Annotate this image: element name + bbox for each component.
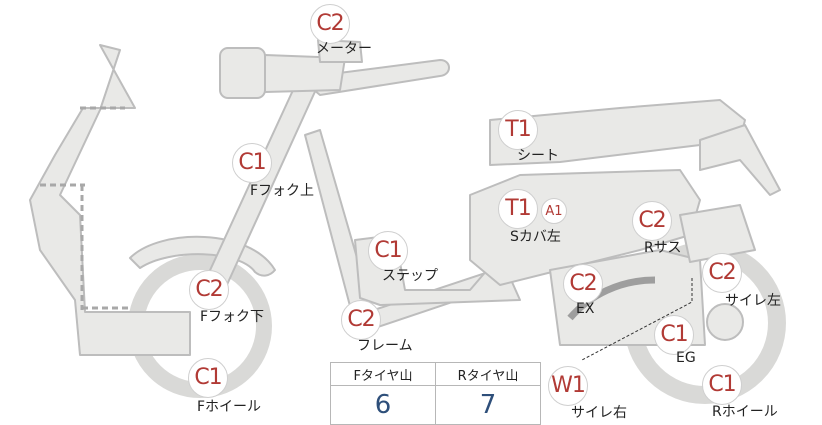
f-fork-lower-grade-badge: C2 <box>189 270 229 310</box>
rear-suspension-shape <box>679 204 756 263</box>
f-wheel-label: Fホイール <box>197 399 262 415</box>
s-cover-grade-badge: T1 <box>498 189 538 229</box>
tail-shape <box>699 124 781 196</box>
s-cover-label: Sカバ左 <box>510 229 561 245</box>
r-wheel-grade-badge: C1 <box>702 365 742 405</box>
leg-shield-shape <box>29 44 191 356</box>
headlight-shape <box>219 47 266 99</box>
muffler-left-label: サイレ左 <box>725 293 781 309</box>
step-grade-badge: C1 <box>368 231 408 271</box>
r-suspension-grade-badge: C2 <box>632 201 672 241</box>
meter-shape <box>317 39 363 63</box>
front-tread-header: Fタイヤ山 <box>331 363 436 385</box>
tread-value-row: 6 7 <box>331 386 540 424</box>
s-cover-grade-badge-2: A1 <box>541 198 567 224</box>
meter-label: メーター <box>316 41 372 57</box>
seat-grade-badge: T1 <box>498 110 538 150</box>
exhaust-pipe-shape <box>567 276 656 321</box>
meter-grade-badge: C2 <box>310 4 350 44</box>
frame-grade-badge: C2 <box>341 300 381 340</box>
tread-header-row: Fタイヤ山 Rタイヤ山 <box>331 363 540 386</box>
front-tread-value: 6 <box>331 386 436 424</box>
r-wheel-label: Rホイール <box>712 404 778 420</box>
r-suspension-label: Rサス <box>644 240 682 256</box>
exhaust-label: EX <box>576 301 595 317</box>
tread-depth-table: Fタイヤ山 Rタイヤ山 6 7 <box>330 362 541 425</box>
engine-grade-badge: C1 <box>654 315 694 355</box>
muffler-right-grade-badge: W1 <box>548 366 588 406</box>
engine-label: EG <box>676 350 696 366</box>
f-fork-lower-label: Fフォク下 <box>200 309 265 325</box>
f-fork-upper-grade-badge: C1 <box>232 143 272 183</box>
exhaust-grade-badge: C2 <box>563 264 603 304</box>
seat-label: シート <box>517 148 559 164</box>
f-fork-upper-label: Fフォク上 <box>250 183 315 199</box>
f-wheel-grade-badge: C1 <box>188 358 228 398</box>
muffler-right-label: サイレ右 <box>571 405 627 421</box>
rear-hub-shape <box>706 303 744 341</box>
step-label: ステップ <box>382 268 438 284</box>
head-cowl-shape <box>264 54 346 93</box>
rear-tread-value: 7 <box>479 390 497 420</box>
muffler-left-grade-badge: C2 <box>702 253 742 293</box>
rear-tread-header: Rタイヤ山 <box>457 368 519 384</box>
muffler-right-leader <box>581 278 693 361</box>
frame-label: フレーム <box>357 338 413 354</box>
